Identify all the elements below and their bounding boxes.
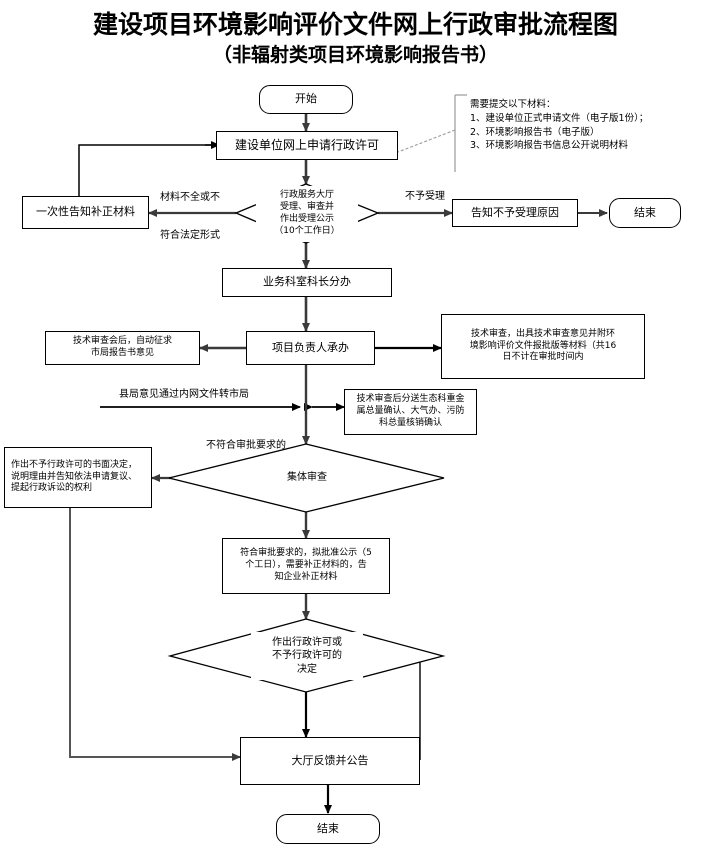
note-line-1: 1、建设单位正式申请文件（电子版1份）；	[470, 112, 649, 124]
note-line-0: 需要提交以下材料：	[470, 99, 556, 110]
node-reject-reason[interactable]: 告知不予受理原因	[452, 199, 578, 227]
edge-label-materials-incomplete-2: 符合法定形式	[160, 230, 220, 241]
note-line-2: 2、环境影响报告书（电子版）	[470, 126, 600, 138]
node-end-bottom[interactable]: 结束	[276, 814, 380, 844]
node-collective-review[interactable]: 集体审查	[270, 468, 344, 488]
node-acceptance-decision[interactable]: 行政服务大厅 受理、审查并 作出受理公示 （10个工作日）	[256, 186, 358, 242]
node-start[interactable]: 开始	[259, 85, 353, 114]
node-tech-review-detail[interactable]: 技术审查，出具技术审查意见并附环 境影响评价文件报批版等材料（共16 日不计在审…	[441, 314, 645, 379]
edge-label-materials-incomplete-1: 材料不全或不	[160, 192, 220, 203]
node-section-chief-assign[interactable]: 业务科室科长分办	[222, 268, 392, 297]
node-final-decision[interactable]: 作出行政许可或 不予行政许可的 决定	[251, 632, 363, 680]
node-online-application[interactable]: 建设单位网上申请行政许可	[216, 131, 398, 160]
node-written-refusal-decision[interactable]: 作出不予行政许可的书面决定， 说明理由并告知依法申请复议、 提起行政诉讼的权利	[4, 447, 152, 508]
node-tech-review-city-opinion[interactable]: 技术审查会后，自动征求 市局报告书意见	[45, 331, 200, 365]
edge-label-not-meeting-requirements: 不符合审批要求的	[206, 440, 286, 451]
edge-label-not-accepted: 不予受理	[405, 191, 445, 202]
note-line-3: 3、环境影响报告书信息公开说明材料	[470, 140, 629, 152]
node-project-owner-handle[interactable]: 项目负责人承办	[246, 331, 375, 365]
node-approval-publicity[interactable]: 符合审批要求的，拟批准公示（5 个工日），需要补正材料的，告 知企业补正材料	[222, 538, 390, 594]
node-notify-supplement[interactable]: 一次性告知补正材料	[22, 196, 149, 229]
edge-label-county-opinion: 县局意见通过内网文件转市局	[119, 389, 249, 400]
page-subtitle: （非辐射类项目环境影响报告书）	[212, 44, 498, 66]
page-title: 建设项目环境影响评价文件网上行政审批流程图	[92, 10, 618, 39]
node-end-top[interactable]: 结束	[609, 198, 681, 228]
submission-materials-note: 需要提交以下材料： 1、建设单位正式申请文件（电子版1份）； 2、环境影响报告书（电…	[470, 98, 648, 153]
node-hall-feedback-announcement[interactable]: 大厅反馈并公告	[240, 737, 420, 785]
node-distribute-confirmation[interactable]: 技术审查后分送生态科重金 属总量确认、大气办、污防 科总量核销确认	[344, 389, 477, 435]
